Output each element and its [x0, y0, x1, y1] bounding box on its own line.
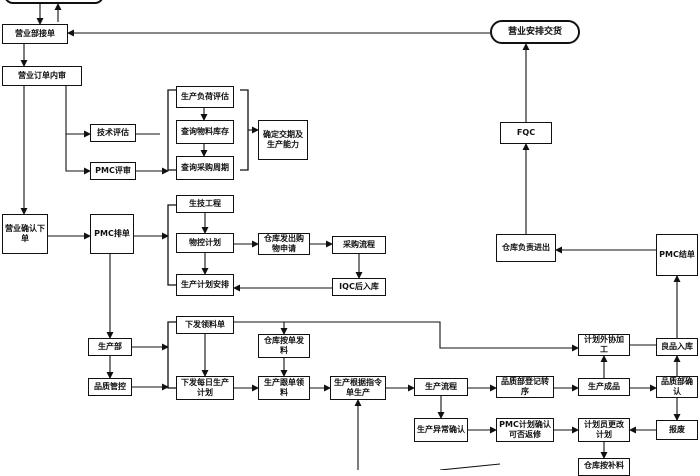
finished-node: 生产成品: [578, 378, 630, 396]
prod-flow-node: 生产流程: [414, 378, 468, 396]
pmc-review-node: PMC评审: [90, 162, 136, 180]
connector-arrow: [234, 321, 288, 335]
bracket-plan-group: [167, 204, 176, 286]
issue-picklist-node: 下发领料单: [176, 316, 234, 334]
fqc-node: FQC: [500, 122, 552, 144]
material-plan-node: 物控计划: [176, 233, 234, 253]
connector-arrow: [65, 134, 91, 175]
prod-abnormal-node: 生产异常确认: [414, 418, 468, 442]
prod-by-order-node: 生产根据指令单生产: [330, 376, 386, 400]
bracket-eval-group: [167, 89, 176, 171]
wh-issue-node: 仓库按单发料: [258, 334, 310, 358]
sales-delivery-node: 营业安排交货: [490, 20, 580, 44]
wh-supplement-node: 仓库按补料: [578, 458, 630, 476]
good-in-node: 良品入库: [656, 338, 698, 356]
daily-plan-node: 下发每日生产计划: [176, 376, 234, 400]
connector-arrow: [439, 463, 501, 470]
wh-purchase-req-node: 仓库发出购物申请: [258, 233, 310, 255]
prod-follow-node: 生产跟单领料: [258, 376, 310, 400]
planner-change-node: 计划员更改计划: [578, 418, 630, 442]
query-stock-node: 查询物料库存: [176, 120, 234, 144]
wh-out-node: 仓库负责进出: [496, 234, 556, 262]
prod-plan-node: 生产计划安排: [176, 274, 234, 296]
prod-load-eval-node: 生产负荷评估: [176, 86, 234, 108]
bracket-eval-merge: [240, 89, 249, 171]
iqc-node: IQC后入库: [332, 278, 386, 296]
tech-eval-node: 技术评估: [90, 124, 136, 142]
top-terminator: [4, 0, 104, 4]
scrap-node: 报废: [656, 420, 698, 440]
sales-confirm-node: 营业确认下单: [2, 214, 48, 254]
confirm-delivery-node: 确定交期及生产能力: [258, 120, 308, 160]
pmc-close-node: PMC结单: [656, 234, 698, 276]
query-purchase-node: 查询采购周期: [176, 156, 234, 180]
connector-arrow: [65, 86, 91, 138]
connector-arrow: [234, 321, 579, 352]
sales-review-node: 营业订单内审: [2, 66, 82, 86]
prod-eng-node: 生技工程: [176, 195, 234, 213]
qc-node: 品质管控: [88, 378, 132, 396]
purchase-flow-node: 采购流程: [332, 236, 386, 254]
pmc-rework-node: PMC计划确认可否返修: [496, 418, 554, 442]
sales-receive-node: 营业部接单: [2, 24, 68, 44]
outsource-node: 计划外协加工: [578, 334, 630, 356]
bracket-issue-group: [167, 321, 176, 389]
production-dept-node: 生产部: [88, 338, 132, 356]
pmc-schedule-node: PMC排单: [90, 214, 134, 254]
qc-confirm-node: 品质部确认: [656, 376, 698, 398]
qc-register-node: 品质部登记转序: [496, 376, 554, 398]
